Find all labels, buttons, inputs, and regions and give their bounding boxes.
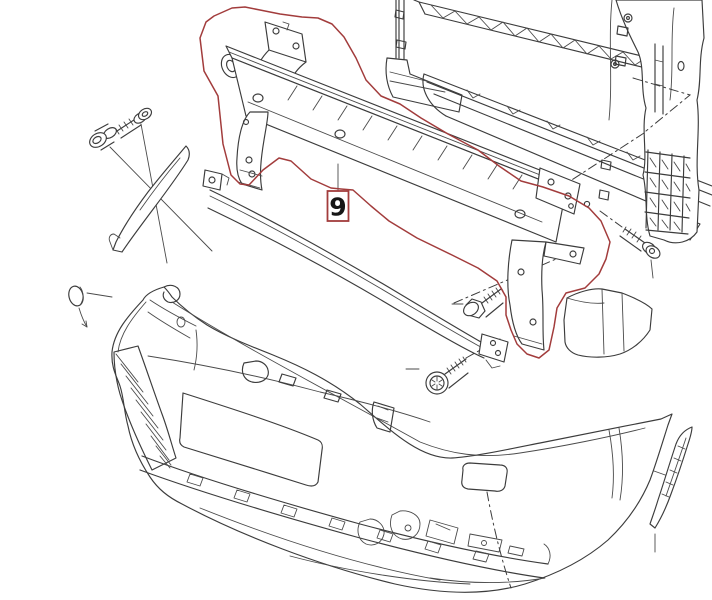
install-direction-arrow: [78, 307, 88, 328]
callout-number: 9: [329, 193, 346, 222]
torx-screw-center-icon: [425, 356, 469, 395]
pillar-chevron-axis: [632, 77, 692, 132]
right-screw-leader: [650, 259, 654, 279]
lower-stiffener-strip: [202, 169, 509, 369]
center-hook-clip: [241, 360, 269, 383]
plug-leader-line: [86, 292, 113, 298]
carrier-to-beam-axis: [563, 132, 645, 186]
washer-cover: [461, 462, 508, 492]
screw-right-icon: [619, 226, 661, 259]
washer-cover-axis: [486, 491, 512, 589]
expanding-nut-icon: [89, 123, 117, 151]
lock-carrier-drawing: [385, 0, 712, 244]
right-screw-axis: [599, 210, 623, 228]
license-plate-recess: [179, 392, 323, 487]
fog-area-brackets: [357, 510, 525, 557]
plug-cap-icon: [68, 285, 88, 328]
left-grille-hatch: [113, 345, 177, 471]
bumper-reinforcement-beam-part9: [220, 21, 591, 351]
side-guide-bracket: [108, 145, 190, 253]
foam-block: [563, 288, 653, 358]
hex-bolt-axis: [453, 249, 578, 304]
callout-box[interactable]: [326, 190, 350, 222]
highlight-outline-part9: [199, 6, 611, 359]
side-trim-strip: [649, 426, 693, 529]
bumper-cover-drawing: [111, 284, 673, 593]
screw-left-icon: [115, 107, 153, 139]
hex-bolt-icon: [463, 285, 504, 319]
fasteners: [68, 107, 661, 395]
right-bracket-clip: [371, 401, 395, 433]
callout-part9[interactable]: 9: [326, 190, 350, 222]
